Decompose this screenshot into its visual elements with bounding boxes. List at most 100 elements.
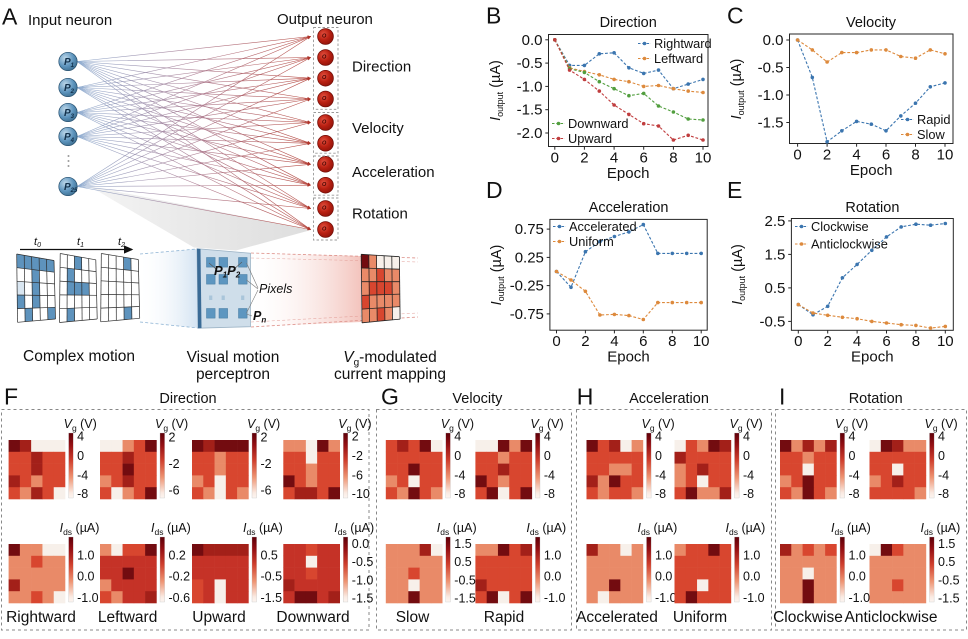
svg-text:-0.5: -0.5 (517, 55, 543, 72)
svg-text:1.5: 1.5 (765, 246, 786, 263)
svg-text:-1.0: -1.0 (849, 591, 871, 605)
svg-text:O: O (322, 75, 327, 81)
svg-text:0.5: 0.5 (765, 280, 786, 297)
svg-text:-4: -4 (849, 469, 860, 483)
svg-text:Epoch: Epoch (851, 349, 894, 366)
svg-text:1.5: 1.5 (938, 537, 955, 551)
svg-text:Pixels: Pixels (259, 282, 292, 296)
svg-text:2: 2 (352, 430, 359, 444)
svg-text:Uniform: Uniform (673, 609, 727, 626)
svg-text:0.25: 0.25 (515, 249, 544, 266)
svg-text:-1.5: -1.5 (352, 592, 374, 606)
svg-text:O: O (322, 140, 327, 146)
svg-text:8: 8 (669, 149, 677, 166)
svg-text:4: 4 (852, 147, 860, 164)
svg-text:Epoch: Epoch (850, 162, 893, 179)
svg-text:Rightward: Rightward (654, 36, 712, 51)
svg-text:-8: -8 (454, 487, 465, 501)
svg-text:Rapid: Rapid (917, 112, 950, 127)
svg-text:Epoch: Epoch (607, 165, 650, 182)
svg-text:4: 4 (743, 430, 750, 444)
svg-text:1.0: 1.0 (849, 549, 866, 563)
svg-text:0: 0 (77, 449, 84, 463)
svg-text:Rotation: Rotation (352, 206, 408, 223)
svg-text:O: O (322, 227, 327, 233)
svg-text:2: 2 (169, 430, 176, 444)
svg-text:Leftward: Leftward (654, 51, 703, 66)
svg-text:-1.5: -1.5 (454, 592, 476, 606)
svg-text:O: O (322, 34, 327, 40)
svg-text:-1.0: -1.0 (655, 591, 677, 605)
svg-text:-0.75: -0.75 (510, 306, 544, 323)
svg-text:1.5: 1.5 (454, 537, 471, 551)
svg-text:2.5: 2.5 (765, 213, 786, 230)
svg-text:2: 2 (823, 147, 831, 164)
svg-text:A: A (2, 4, 18, 30)
svg-text:0.75: 0.75 (515, 221, 544, 238)
svg-text:O: O (322, 206, 327, 212)
svg-text:-0.5: -0.5 (938, 573, 960, 587)
svg-text:10: 10 (695, 149, 712, 166)
svg-text:0: 0 (793, 147, 801, 164)
svg-text:0.0: 0.0 (743, 569, 760, 583)
svg-text:2: 2 (261, 430, 268, 444)
svg-text:-1.5: -1.5 (938, 592, 960, 606)
svg-text:-8: -8 (655, 487, 666, 501)
svg-text:O: O (322, 55, 327, 61)
svg-text:current mapping: current mapping (334, 366, 446, 383)
svg-text:-2: -2 (352, 449, 363, 463)
svg-text:4: 4 (544, 430, 551, 444)
svg-text:1.0: 1.0 (77, 549, 94, 563)
svg-text:-0.5: -0.5 (352, 555, 374, 569)
svg-text:0.0: 0.0 (77, 569, 94, 583)
svg-text:Leftward: Leftward (98, 609, 157, 626)
svg-text:0: 0 (551, 149, 559, 166)
svg-text:F: F (4, 384, 18, 410)
svg-text:4: 4 (77, 430, 84, 444)
svg-text:0: 0 (655, 449, 662, 463)
svg-text:Velocity: Velocity (846, 15, 897, 31)
svg-text:Direction: Direction (600, 15, 657, 31)
svg-text:Accelerated: Accelerated (569, 219, 637, 234)
svg-text:-8: -8 (544, 487, 555, 501)
svg-text:-1.0: -1.0 (544, 591, 566, 605)
svg-text:4: 4 (938, 430, 945, 444)
svg-text:Velocity: Velocity (352, 120, 404, 137)
svg-text:-0.5: -0.5 (758, 60, 784, 77)
svg-text:D: D (486, 177, 503, 203)
svg-text:0.0: 0.0 (655, 569, 672, 583)
svg-text:10: 10 (937, 333, 954, 350)
svg-text:6: 6 (882, 147, 890, 164)
svg-text:0: 0 (552, 333, 560, 350)
svg-text:Downward: Downward (568, 116, 628, 131)
svg-text:4: 4 (853, 333, 861, 350)
svg-text:4: 4 (610, 149, 618, 166)
svg-text:Input neuron: Input neuron (28, 12, 112, 29)
svg-text:Upward: Upward (568, 131, 612, 146)
svg-text:-0.5: -0.5 (760, 313, 786, 330)
svg-text:6: 6 (640, 149, 648, 166)
svg-text:0.0: 0.0 (544, 569, 561, 583)
svg-text:-6: -6 (261, 484, 272, 498)
svg-text:-4: -4 (544, 469, 555, 483)
svg-text:0: 0 (938, 449, 945, 463)
svg-text:O: O (322, 182, 327, 188)
svg-text:10: 10 (937, 147, 954, 164)
svg-text:-8: -8 (938, 487, 949, 501)
svg-text:6: 6 (639, 333, 647, 350)
svg-text:Complex motion: Complex motion (23, 348, 135, 365)
svg-text:4: 4 (655, 430, 662, 444)
svg-text:O: O (322, 161, 327, 167)
svg-text:-4: -4 (454, 469, 465, 483)
svg-text:-2: -2 (169, 457, 180, 471)
svg-text:1.0: 1.0 (655, 549, 672, 563)
svg-text:Accelerated: Accelerated (576, 609, 658, 626)
svg-text:Rightward: Rightward (6, 609, 76, 626)
svg-text:Slow: Slow (917, 127, 945, 142)
svg-text:0.0: 0.0 (849, 569, 866, 583)
svg-text:-1.0: -1.0 (352, 573, 374, 587)
svg-text:4: 4 (610, 333, 618, 350)
svg-text:Output neuron: Output neuron (277, 11, 373, 28)
svg-text:8: 8 (912, 333, 920, 350)
svg-text:0: 0 (849, 449, 856, 463)
